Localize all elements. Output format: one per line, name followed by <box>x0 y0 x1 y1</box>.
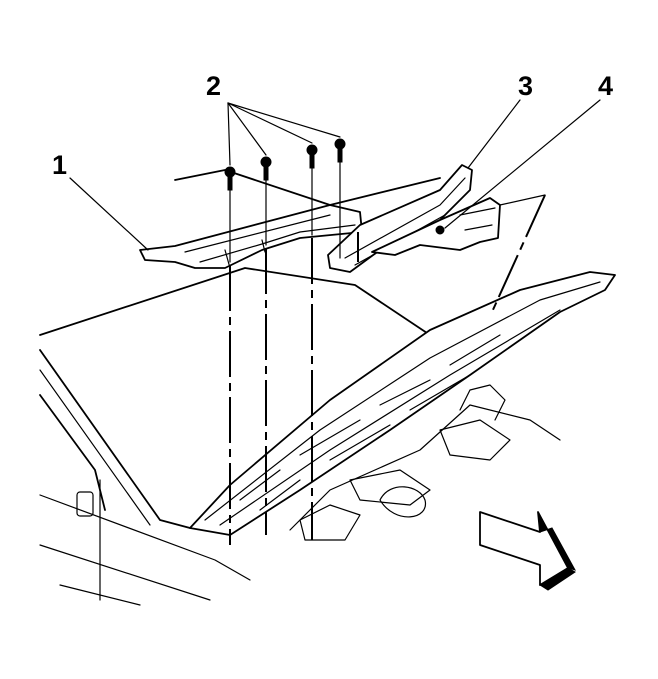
body-lower-line-2 <box>39 544 211 601</box>
front-direction-arrow <box>479 511 577 591</box>
cowl-vent-grille-right <box>327 164 473 273</box>
leader-2a <box>227 102 231 166</box>
hood-inner-frame-3 <box>239 334 501 501</box>
body-lower-line-1 <box>39 494 251 581</box>
strut-tower-right <box>459 384 506 421</box>
hood-inner-frame-2 <box>219 309 561 526</box>
engine-component-1 <box>349 469 431 506</box>
leader-3 <box>467 99 521 169</box>
windshield-upper-edge <box>174 169 441 206</box>
screw-4 <box>334 138 346 163</box>
callout-3: 3 <box>518 71 534 101</box>
leader-hood-lower <box>491 194 546 313</box>
screw-3 <box>306 144 318 169</box>
cowl-seal-bracket <box>371 197 501 256</box>
leader-hood-upper <box>499 194 546 206</box>
a-pillar-line <box>39 394 106 511</box>
engine-component-2 <box>439 419 511 461</box>
engine-component-4 <box>379 486 426 518</box>
callout-2: 2 <box>206 71 222 101</box>
leader-2b <box>227 102 267 156</box>
leader-2c <box>227 102 313 144</box>
mirror-mount <box>76 491 94 517</box>
bracket-fastener <box>435 225 445 235</box>
hood-inner-frame-1 <box>204 281 601 521</box>
callout-1: 1 <box>52 150 68 180</box>
callout-4: 4 <box>598 71 614 101</box>
screw-1 <box>224 166 236 191</box>
fender-inner-line <box>39 369 151 526</box>
engine-bay-edge <box>289 404 561 531</box>
leader-2d <box>227 102 341 138</box>
leader-1 <box>69 177 149 251</box>
windshield-lower-edge <box>39 267 446 346</box>
fender-top-line <box>39 349 191 529</box>
hood-panel <box>189 271 616 536</box>
leader-4 <box>444 99 601 229</box>
engine-component-3 <box>299 504 361 541</box>
bracket-detail <box>459 207 496 231</box>
screw-2 <box>260 156 272 181</box>
grille-left-detail <box>184 214 356 263</box>
